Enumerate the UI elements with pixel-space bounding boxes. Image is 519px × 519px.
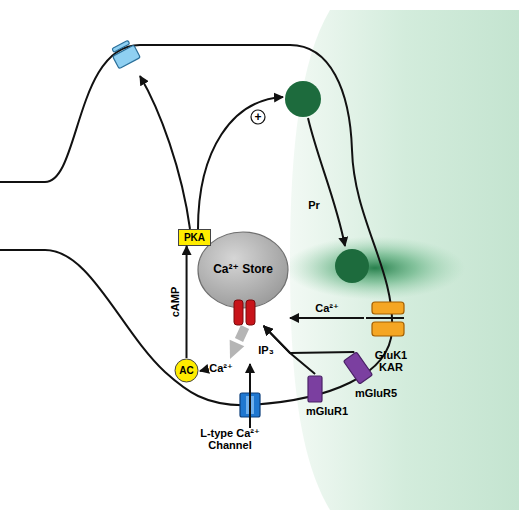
kainate-receptor-symbol xyxy=(372,302,404,314)
text-holder: L-type Ca²⁺ Channel xyxy=(185,392,275,452)
kainate-receptor-symbol xyxy=(372,322,404,336)
annotation-label: IP₃ xyxy=(258,344,273,356)
vesicle xyxy=(285,81,321,117)
receptor-label-node: GluK1 KAR xyxy=(364,298,418,374)
calcium-release-arrow-head xyxy=(230,340,245,359)
calcium-influx-arrow xyxy=(249,364,251,428)
mglur1-symbol xyxy=(308,376,322,402)
ip3-receptor-half xyxy=(234,300,243,325)
receptor-body xyxy=(343,352,372,384)
presynaptic-membrane xyxy=(0,45,392,405)
text-holder: AC xyxy=(174,358,199,383)
l-type-channel-symbol xyxy=(240,393,260,417)
annotation-label: Ca²⁺ xyxy=(209,362,233,375)
text-holder: PKA xyxy=(179,230,210,245)
enzyme-circle: AC xyxy=(174,358,199,383)
postsynaptic-region xyxy=(290,10,519,510)
signal-arrow xyxy=(186,246,188,358)
annotation-label: + xyxy=(254,110,261,124)
node-label: GluK1 KAR xyxy=(364,349,418,374)
node-label: AC xyxy=(179,365,193,377)
node-label: mGluR5 xyxy=(355,387,397,400)
receptor-label-node: mGluR1 xyxy=(300,374,354,418)
signal-arrow xyxy=(290,317,364,319)
text-holder: mGluR1 xyxy=(300,374,354,418)
node-label: L-type Ca²⁺ Channel xyxy=(185,427,275,452)
calcium-to-ac-arrow xyxy=(200,369,208,371)
mglur5-symbol xyxy=(343,352,372,384)
calcium-release-arrow-shaft xyxy=(239,327,245,340)
ip3-receptor-half xyxy=(246,300,255,325)
signal-arrow xyxy=(264,326,355,353)
enzyme-disc xyxy=(175,359,198,382)
kainate-pore-line xyxy=(366,317,404,319)
enzyme-box: PKA xyxy=(178,229,211,246)
edge-label: Ca²⁺ xyxy=(315,302,339,315)
annotation-label: Pr xyxy=(308,199,320,211)
ion-channel-symbol xyxy=(109,39,140,69)
channel-lid xyxy=(112,40,130,52)
release-gradient xyxy=(290,150,519,390)
node-label: mGluR1 xyxy=(306,405,348,418)
text-holder: GluK1 KAR xyxy=(364,298,418,374)
fusing-vesicle xyxy=(335,249,369,283)
channel-pore xyxy=(246,396,254,414)
release-probability-arrow xyxy=(308,118,345,246)
plus-circle xyxy=(251,110,265,124)
channel-body xyxy=(113,45,141,69)
store-ellipse xyxy=(198,232,288,308)
node-label: PKA xyxy=(184,232,205,244)
node-label: Ca²⁺ Store xyxy=(213,263,273,277)
edge-label: cAMP xyxy=(169,287,181,318)
channel-label-node: L-type Ca²⁺ Channel xyxy=(185,392,275,452)
pka-to-vesicle-arrow xyxy=(198,97,283,229)
pka-to-channel-arrow xyxy=(140,76,190,229)
